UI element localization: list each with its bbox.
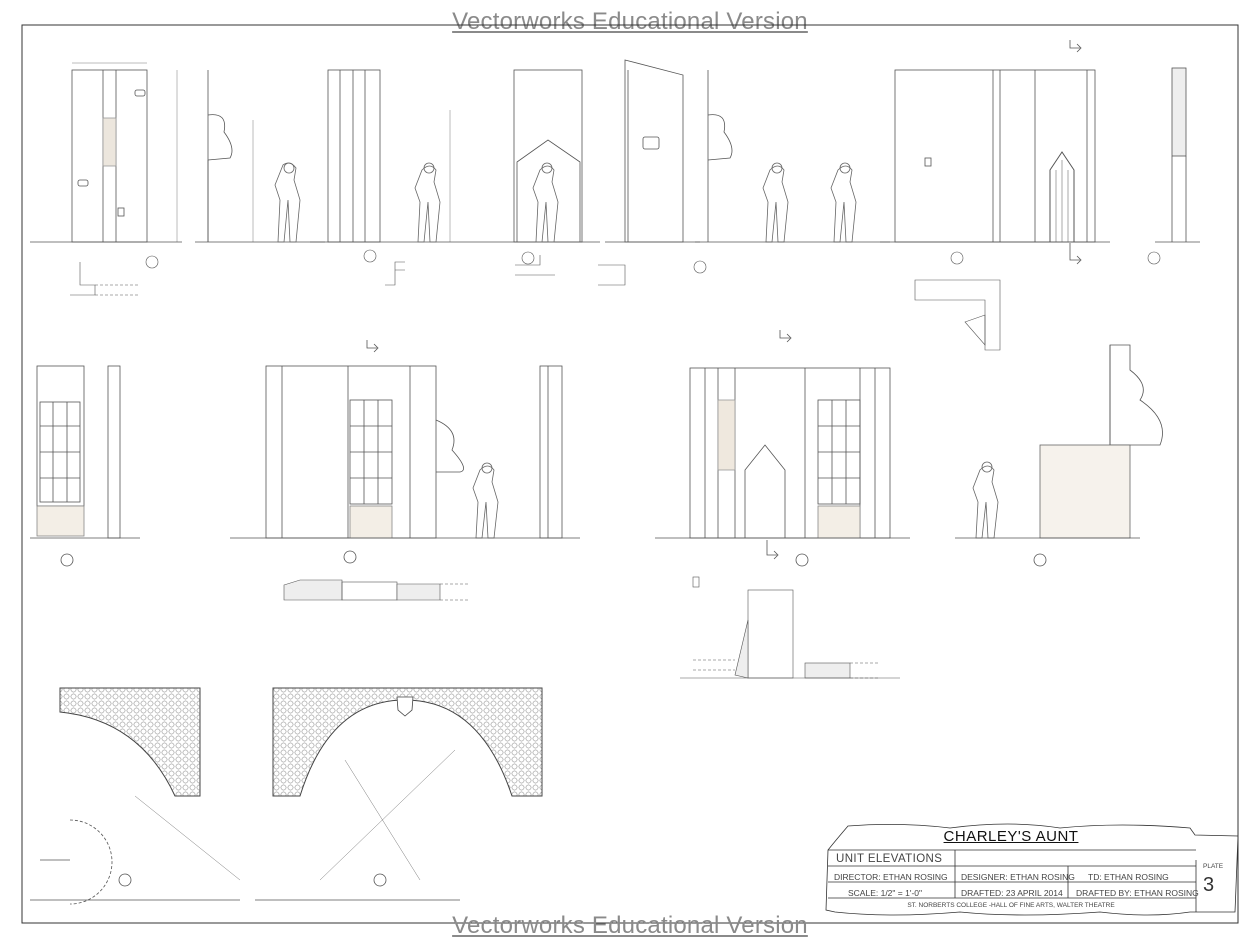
unit-1e-section xyxy=(1155,67,1200,243)
unit-1e-elevation xyxy=(880,40,1110,265)
radius-detail xyxy=(40,819,113,905)
drafted-by: DRAFTED BY: ETHAN ROSING xyxy=(1076,888,1199,898)
td-credit: TD: ETHAN ROSING xyxy=(1088,872,1169,882)
window-detail xyxy=(30,365,140,567)
unit-2a-plan xyxy=(283,579,470,601)
drafted-date: DRAFTED: 23 APRIL 2014 xyxy=(961,888,1063,898)
unit-1a-elevation xyxy=(30,62,182,243)
plate-label: PLATE xyxy=(1203,863,1224,870)
unit-1b-elevation xyxy=(310,69,470,243)
plate-number: 3 xyxy=(1203,874,1215,896)
show-title: CHARLEY'S AUNT xyxy=(943,828,1079,845)
unit-1a-profile xyxy=(195,70,325,243)
sheet-border xyxy=(21,24,1239,924)
scale-note: SCALE: 1/2" = 1'-0" xyxy=(848,888,923,898)
unit-1c-elevation xyxy=(470,69,600,243)
sheet-title: UNIT ELEVATIONS xyxy=(836,853,943,865)
row2-details xyxy=(680,576,900,679)
unit-2a-elevation xyxy=(230,340,580,564)
venue-line: ST. NORBERTS COLLEGE -HALL OF FINE ARTS,… xyxy=(907,902,1115,909)
title-block: CHARLEY'S AUNT UNIT ELEVATIONS DIRECTOR:… xyxy=(826,826,1223,914)
lattice-panel-large xyxy=(255,687,543,901)
director-credit: DIRECTOR: ETHAN ROSING xyxy=(834,872,948,882)
designer-credit: DESIGNER: ETHAN ROSING xyxy=(961,872,1075,882)
title-block-frame xyxy=(825,823,1239,916)
watermark-bottom: Vectorworks Educational Version xyxy=(452,912,808,939)
lattice-panel-small xyxy=(30,687,241,901)
watermark-top: Vectorworks Educational Version xyxy=(452,8,808,35)
unit-1d-elevation xyxy=(605,59,890,243)
unit-2b-elevation xyxy=(655,330,910,567)
row1-details xyxy=(70,249,1161,351)
unit-2b-section xyxy=(955,344,1163,567)
